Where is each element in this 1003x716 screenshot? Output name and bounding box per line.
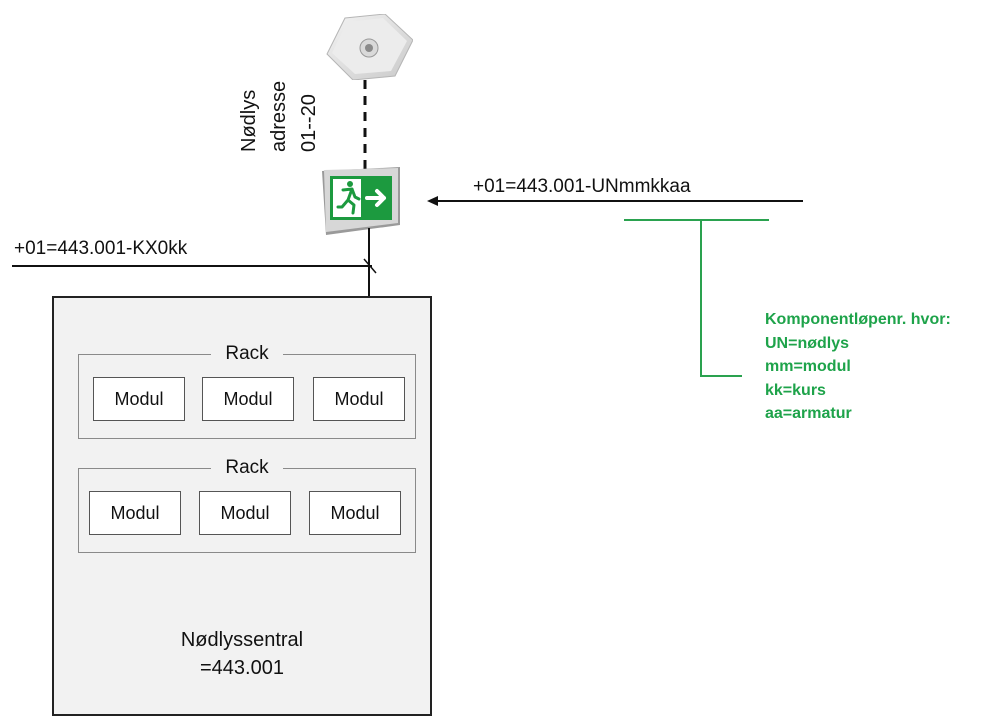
legend-item: aa=armatur — [765, 405, 852, 422]
legend-item: kk=kurs — [765, 381, 826, 399]
module-box: Modul — [202, 377, 294, 421]
green-bracket-top — [624, 219, 769, 221]
module-box: Modul — [89, 491, 181, 535]
ceiling-emergency-light-icon — [326, 14, 413, 80]
central-name-line1: Nødlyssentral — [180, 629, 304, 651]
component-code-label: +01=443.001-UNmmkkaa — [473, 176, 691, 197]
green-bracket-foot — [700, 375, 742, 377]
dashed-connector — [363, 80, 367, 170]
legend-title: Komponentløpenr. hvor: — [765, 311, 951, 328]
green-bracket-stem — [700, 220, 702, 376]
rack: Rack Modul Modul Modul — [78, 457, 416, 553]
module-box: Modul — [199, 491, 291, 535]
component-code-arrow — [427, 196, 803, 206]
central-name: Nødlyssentral =443.001 — [54, 626, 430, 682]
address-line-3: 01--20 — [298, 94, 320, 152]
module-box: Modul — [309, 491, 401, 535]
legend: Komponentløpenr. hvor: UN=nødlys mm=modu… — [765, 308, 951, 426]
exit-to-central-line — [368, 228, 370, 298]
legend-item: mm=modul — [765, 358, 851, 375]
module-box: Modul — [93, 377, 185, 421]
emergency-light-central: Rack Modul Modul Modul Rack Modul Modul … — [52, 296, 432, 716]
cable-crossing-mark — [363, 258, 377, 274]
address-line-2: adresse — [268, 80, 290, 152]
central-name-line2: =443.001 — [200, 657, 284, 679]
exit-sign-icon — [322, 167, 400, 235]
rack-label: Rack — [211, 457, 283, 478]
module-box: Modul — [313, 377, 405, 421]
rack-label: Rack — [211, 343, 283, 364]
address-line-1: Nødlys — [238, 89, 260, 152]
cable-code-line — [12, 265, 372, 267]
rack: Rack Modul Modul Modul — [78, 343, 416, 439]
legend-item: UN=nødlys — [765, 334, 850, 352]
cable-code-label: +01=443.001-KX0kk — [14, 238, 188, 259]
